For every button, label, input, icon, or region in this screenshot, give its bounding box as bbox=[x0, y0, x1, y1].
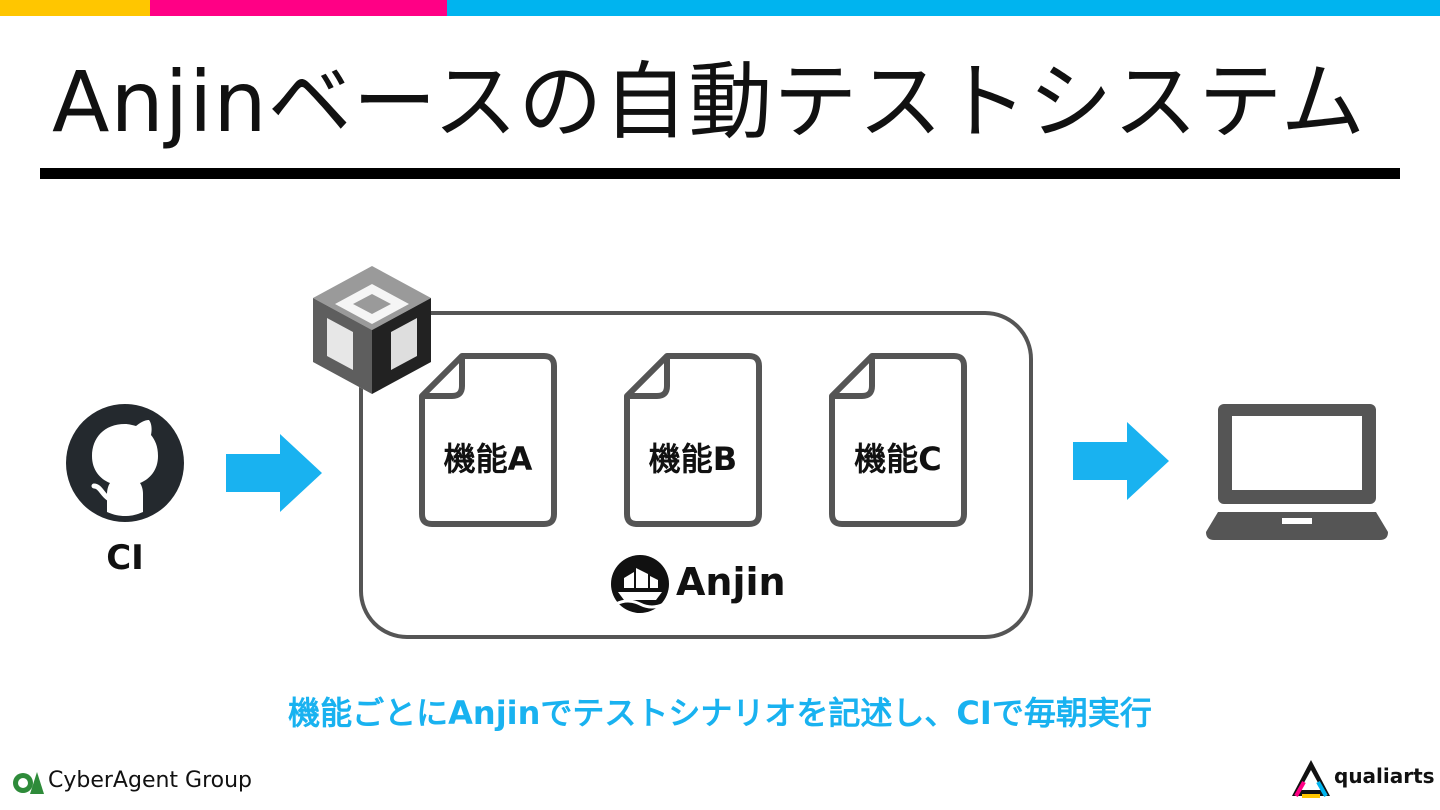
ci-label: CI bbox=[106, 538, 144, 578]
anjin-framework-box bbox=[359, 311, 1033, 639]
feature-c-label: 機能C bbox=[854, 440, 942, 478]
arrow-right-icon bbox=[1073, 422, 1169, 500]
document-icon bbox=[419, 353, 557, 527]
document-icon bbox=[829, 353, 967, 527]
qualiarts-logo-icon bbox=[1292, 760, 1330, 798]
anjin-ship-icon bbox=[611, 555, 669, 613]
slide-title: Anjinベースの自動テストシステム bbox=[52, 53, 1366, 151]
feature-doc-a: 機能A bbox=[418, 352, 558, 528]
caption: 機能ごとにAnjinでテストシナリオを記述し、CIで毎朝実行 bbox=[288, 694, 1152, 732]
arrow-right-icon bbox=[226, 434, 322, 512]
unity-icon bbox=[313, 266, 431, 394]
anjin-label: Anjin bbox=[676, 560, 786, 604]
top-bar-yellow bbox=[0, 0, 150, 16]
github-icon bbox=[66, 404, 184, 522]
laptop-icon bbox=[1206, 404, 1388, 540]
qualiarts-brand: qualiarts bbox=[1334, 764, 1435, 788]
feature-b-label: 機能B bbox=[648, 440, 738, 478]
feature-doc-b: 機能B bbox=[623, 352, 763, 528]
cyberagent-brand: CyberAgent Group bbox=[48, 768, 253, 793]
title-underline bbox=[40, 168, 1400, 179]
top-bar-blue bbox=[447, 0, 1440, 16]
feature-a-label: 機能A bbox=[443, 440, 533, 478]
top-bar-pink bbox=[150, 0, 447, 16]
document-icon bbox=[624, 353, 762, 527]
feature-doc-c: 機能C bbox=[828, 352, 968, 528]
cyberagent-logo-icon bbox=[13, 772, 44, 794]
